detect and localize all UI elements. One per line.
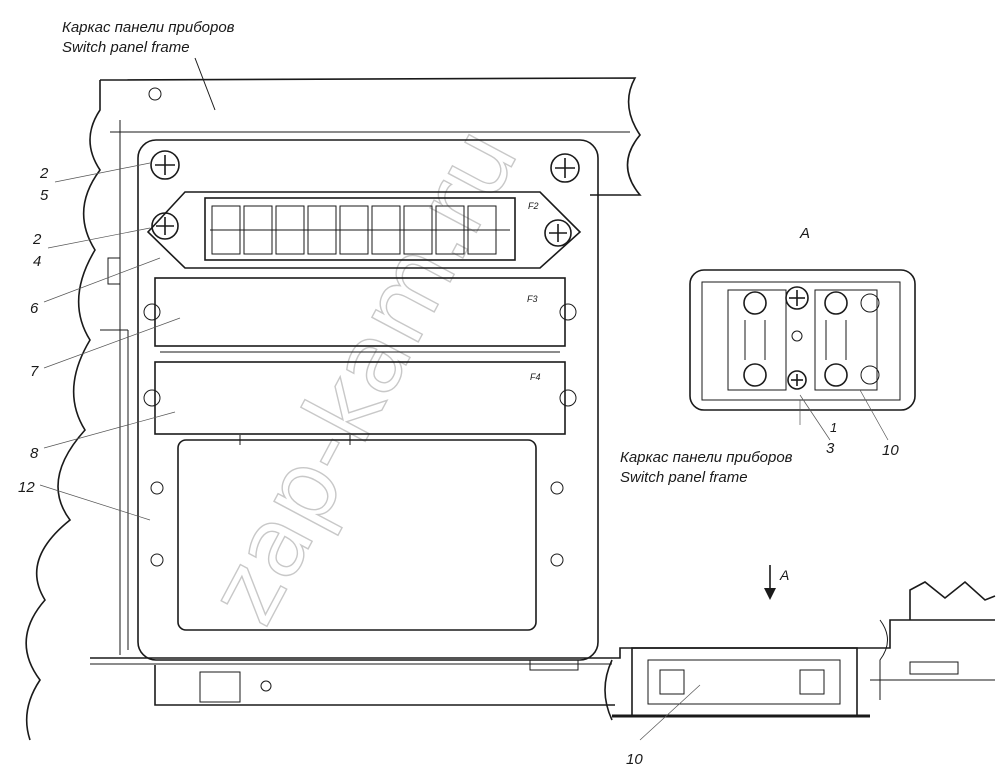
callout-5: 5 [40,187,49,204]
callout-detail-3: 3 [826,440,835,457]
callout-2b: 2 [32,231,42,248]
relay-module [177,435,537,631]
fuse-label-f2: F2 [528,201,539,211]
mounting-plate [137,139,599,661]
view-arrow-a: А [764,565,789,600]
caption-top-ru: Каркас панели приборов [62,19,235,36]
caption-detail-ru: Каркас панели приборов [620,449,793,466]
view-a-detail: А 1 3 10 Каркас панели приборов Switch p… [620,225,916,486]
callouts-left: 2 5 2 4 6 7 8 12 [18,162,181,521]
fuse-block-f4: F4 [143,361,577,435]
screw-top-left [150,150,180,180]
callout-2a: 2 [39,165,49,182]
bottom-connector: 10 [612,647,870,768]
caption-detail-en: Switch panel frame [620,469,748,486]
panel-frame [25,77,996,741]
fuse-row [210,205,510,255]
callout-detail-1: 1 [830,420,837,435]
screw-f2-right [544,219,572,247]
caption-leader [194,57,216,111]
screw-detail-top [785,286,809,310]
caption-top-en: Switch panel frame [62,39,190,56]
fuse-block-f2: F2 [146,191,582,269]
watermark: zap-kam.ru [186,110,539,641]
callout-12: 12 [18,479,35,496]
fuse-label-f3: F3 [527,294,538,304]
callout-8: 8 [30,445,39,462]
fuse-block-f3: F3 [143,277,577,353]
callout-7: 7 [30,363,39,380]
screw-detail-bottom [787,370,807,390]
fuse-label-f4: F4 [530,372,541,382]
callout-detail-10: 10 [882,442,899,459]
view-arrow-label: А [779,567,789,583]
callout-bottom-10: 10 [626,751,643,768]
callout-6: 6 [30,300,39,317]
screw-f2-left [151,212,179,240]
screw-top-right [550,153,580,183]
callout-4: 4 [33,253,41,270]
view-label: А [799,225,810,242]
